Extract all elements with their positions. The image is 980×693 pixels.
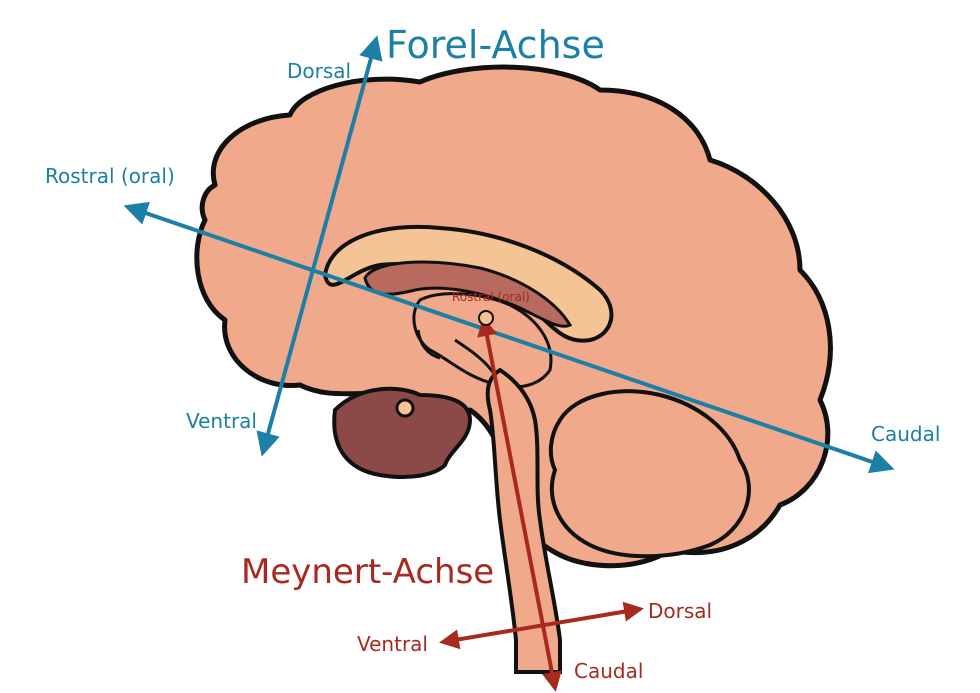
meynert-dorsal-label: Dorsal (648, 599, 712, 623)
forel-ventral-label: Ventral (186, 409, 257, 433)
pituitary (395, 398, 415, 418)
forel-title: Forel-Achse (386, 23, 605, 67)
forel-rostral-label: Rostral (oral) (45, 164, 175, 188)
forel-caudal-label: Caudal (871, 422, 940, 446)
meynert-ventral-label: Ventral (357, 632, 428, 656)
meynert-origin (478, 310, 494, 326)
meynert-caudal-label: Caudal (574, 659, 643, 683)
forel-dorsal-label: Dorsal (287, 59, 351, 83)
meynert-axis-cross (439, 601, 644, 650)
meynert-rostral-label: Rostral (oral) (452, 290, 530, 304)
meynert-title: Meynert-Achse (241, 552, 494, 592)
